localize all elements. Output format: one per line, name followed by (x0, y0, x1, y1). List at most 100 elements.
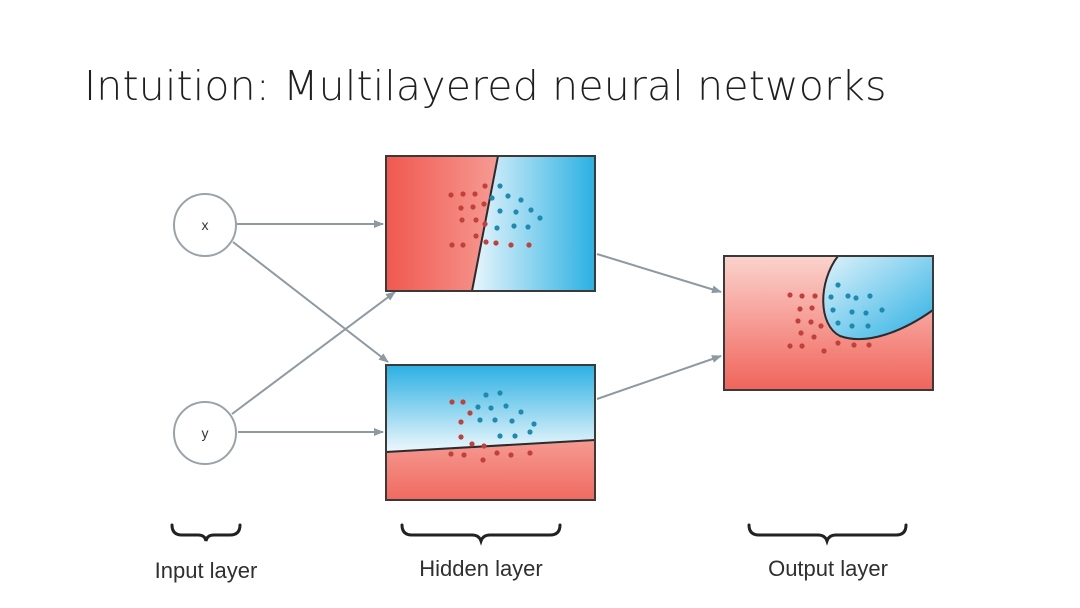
output-unit-blue-point (879, 307, 885, 313)
output-unit-red-point (795, 318, 801, 324)
hidden-unit-1-red-point (493, 240, 499, 246)
output-unit-red-point (808, 319, 814, 325)
hidden-unit-1-points (448, 183, 543, 248)
hidden-unit-2-blue-point (488, 405, 494, 411)
hidden-unit-2-blue-point (492, 417, 498, 423)
hidden-unit-1-red-point (449, 242, 455, 248)
output-unit-blue-point (835, 320, 841, 326)
hidden-unit-1-red-point (508, 242, 514, 248)
hidden-unit-2-plot (385, 364, 596, 501)
hidden-unit-2-boundary (385, 439, 596, 453)
output-unit-red-point (818, 323, 824, 329)
hidden-unit-2-red-point (449, 399, 455, 405)
hidden-unit-1-blue-point (505, 193, 511, 199)
slide-title: Intuition: Multilayered neural networks (84, 62, 887, 110)
hidden-unit-1-red-point (473, 217, 479, 223)
hidden-unit-1-red-point (526, 242, 532, 248)
output-unit-red-point (798, 330, 804, 336)
output-unit-blue-point (867, 293, 873, 299)
hidden-unit-1-blue-point (528, 207, 534, 213)
input-node-y: y (173, 401, 237, 465)
hidden-unit-2-blue-point (518, 409, 524, 415)
output-unit-blue-point (853, 295, 859, 301)
input-node-x: x (173, 193, 237, 257)
hidden-unit-1-red-point (470, 204, 476, 210)
output-unit-red-point (811, 334, 817, 340)
hidden-unit-1-red-point (460, 242, 466, 248)
hidden-unit-2-red-point (458, 419, 464, 425)
output-unit-red-point (787, 343, 793, 349)
hidden-unit-2-red-point (461, 452, 467, 458)
hidden-layer-label: Hidden layer (419, 556, 543, 581)
hidden-unit-1-red-point (459, 217, 465, 223)
hidden-layer-brace (400, 523, 562, 546)
hidden-unit-1-red-point (482, 221, 488, 227)
arrow-x-to-hidden2 (232, 241, 389, 363)
input-layer-brace (170, 523, 242, 542)
output-unit-red-point (809, 305, 815, 311)
hidden-unit-2-red-point (467, 410, 473, 416)
arrow-hidden1-to-output (596, 253, 722, 294)
hidden-unit-1-blue-point (511, 223, 517, 229)
output-unit-blue-point (830, 307, 836, 313)
hidden-unit-2-red-point (527, 450, 533, 456)
hidden-unit-2-red-point (480, 457, 486, 463)
input-layer-label: Input layer (155, 558, 258, 583)
output-unit-red-point (835, 340, 841, 346)
hidden-unit-1-red-point (448, 192, 454, 198)
hidden-unit-2-red-point (494, 450, 500, 456)
hidden-unit-1-red-point (483, 239, 489, 245)
hidden-unit-2-red-point (481, 443, 487, 449)
output-unit-red-point (866, 342, 872, 348)
output-unit-blue-point (828, 294, 834, 300)
arrow-y-to-hidden1 (231, 291, 396, 415)
hidden-unit-1-red-point (460, 191, 466, 197)
connections (231, 220, 722, 436)
hidden-unit-1-blue-point (537, 215, 543, 221)
output-unit-red-point (821, 348, 827, 354)
output-unit-red-point (812, 293, 818, 299)
hidden-unit-1-blue-point (497, 183, 503, 189)
output-unit-blue-point (845, 293, 851, 299)
arrow-hidden2-to-output (596, 355, 722, 400)
output-layer-label: Output layer (768, 556, 888, 581)
hidden-unit-2-blue-point (497, 390, 503, 396)
hidden-unit-1-red-point (472, 191, 478, 197)
hidden-unit-1-blue-point (497, 208, 503, 214)
hidden-unit-1-red-point (481, 201, 487, 207)
hidden-unit-2-red-point (448, 451, 454, 457)
hidden-unit-1-blue-point (494, 225, 500, 231)
hidden-unit-1-blue-point (525, 224, 531, 230)
hidden-unit-2-red-point (508, 452, 514, 458)
layer-braces (170, 523, 908, 546)
hidden-unit-1-red-point (473, 233, 479, 239)
hidden-unit-2-blue-point (527, 429, 533, 435)
output-unit-red-point (799, 293, 805, 299)
hidden-unit-1-blue-point (513, 209, 519, 215)
hidden-unit-2-blue-point (497, 433, 503, 439)
hidden-unit-2-red-point (458, 434, 464, 440)
hidden-unit-2-blue-point (512, 433, 518, 439)
hidden-unit-1-blue-point (518, 197, 524, 203)
hidden-unit-2-red-point (460, 399, 466, 405)
hidden-unit-2-blue-point (477, 417, 483, 423)
output-unit-red-point (797, 306, 803, 312)
output-unit-blue-point (835, 282, 841, 288)
hidden-unit-1-red-point (482, 183, 488, 189)
hidden-unit-2-points (448, 390, 537, 463)
output-unit-plot (723, 255, 934, 391)
hidden-unit-2-blue-point (509, 418, 515, 424)
output-unit-red-point (851, 342, 857, 348)
output-unit-points (787, 282, 885, 354)
output-unit-blue-point (849, 309, 855, 315)
hidden-unit-2-blue-point (531, 421, 537, 427)
hidden-unit-2-blue-point (503, 403, 509, 409)
input-node-x-label: x (202, 217, 209, 233)
output-unit-blue-point (849, 323, 855, 329)
hidden-unit-2-red-point (469, 441, 475, 447)
output-unit-blue-point (865, 323, 871, 329)
hidden-unit-2-blue-point (475, 404, 481, 410)
output-unit-boundary (822, 255, 934, 341)
output-unit-blue-point (863, 310, 869, 316)
